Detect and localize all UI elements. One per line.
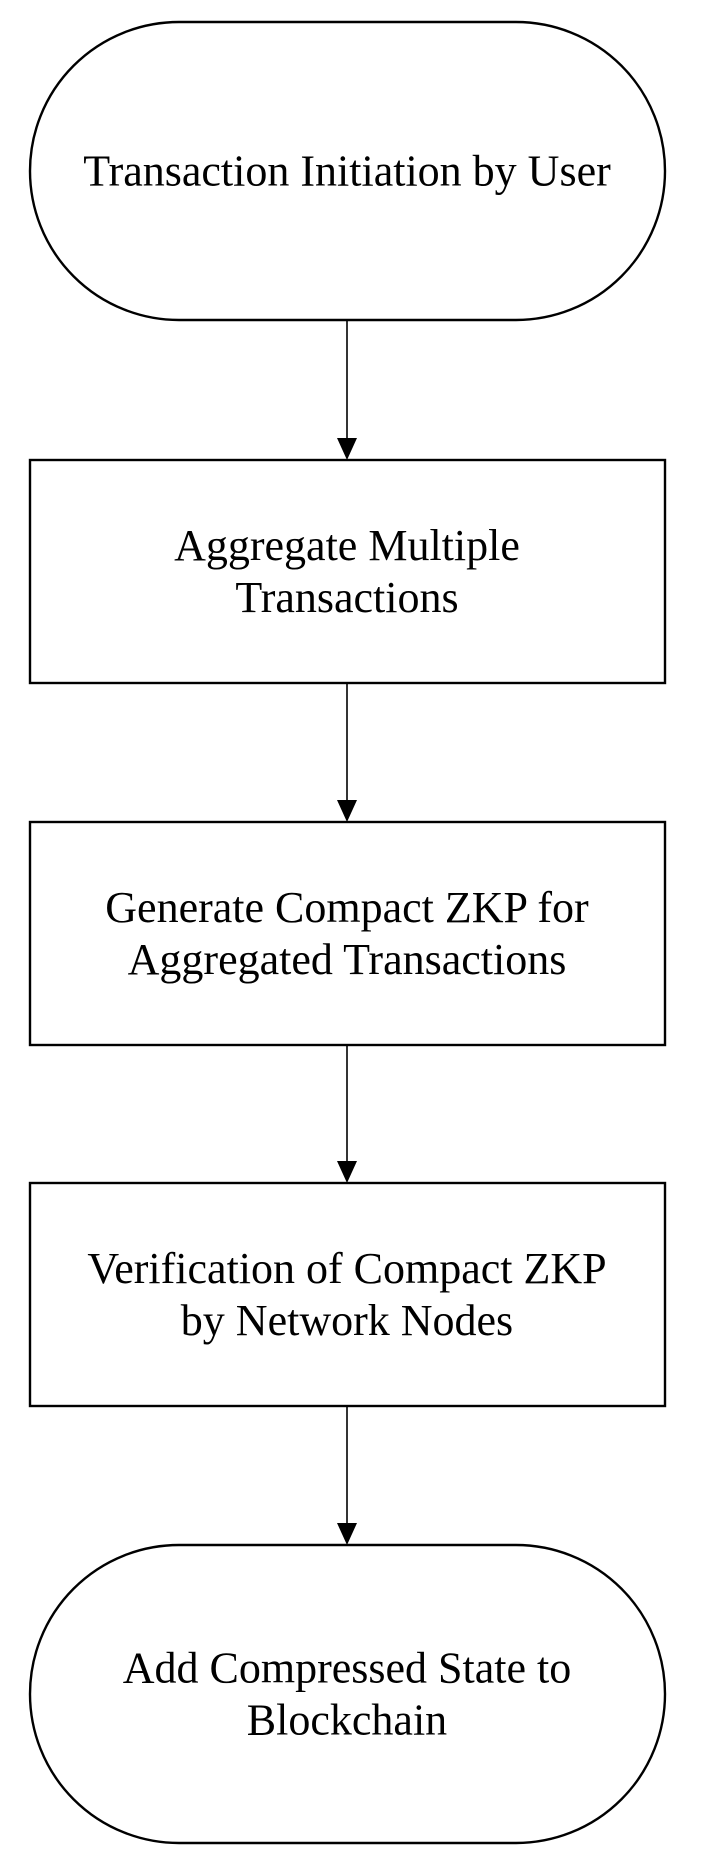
- node-label-line: Transactions: [235, 573, 458, 622]
- node-label-line: Generate Compact ZKP for: [105, 883, 589, 932]
- arrowhead-icon: [337, 1523, 357, 1545]
- node-label-line: Verification of Compact ZKP: [87, 1244, 606, 1293]
- node-label-line: Blockchain: [247, 1696, 447, 1745]
- nodes-layer: Transaction Initiation by UserAggregate …: [28, 20, 667, 1845]
- terminal-shape: [28, 20, 667, 322]
- arrowhead-icon: [337, 800, 357, 822]
- node-label-line: Transaction Initiation by User: [83, 147, 611, 196]
- node-label-line: by Network Nodes: [181, 1296, 513, 1345]
- process-box: [28, 1181, 667, 1408]
- node-label-line: Aggregate Multiple: [174, 521, 520, 570]
- node-label-line: Add Compressed State to: [123, 1644, 572, 1693]
- arrowhead-icon: [337, 438, 357, 460]
- edges-layer: [337, 320, 357, 1545]
- flow-arrow-3: [337, 1045, 357, 1183]
- flow-arrow-1: [337, 320, 357, 460]
- process-box: [28, 820, 667, 1047]
- arrowhead-icon: [337, 1161, 357, 1183]
- flow-arrow-4: [337, 1406, 357, 1545]
- flow-arrow-2: [337, 683, 357, 822]
- terminal-shape: [28, 1543, 667, 1845]
- process-box: [28, 458, 667, 685]
- node-label-line: Aggregated Transactions: [128, 935, 567, 984]
- flow-node-1: Transaction Initiation by User: [28, 20, 667, 322]
